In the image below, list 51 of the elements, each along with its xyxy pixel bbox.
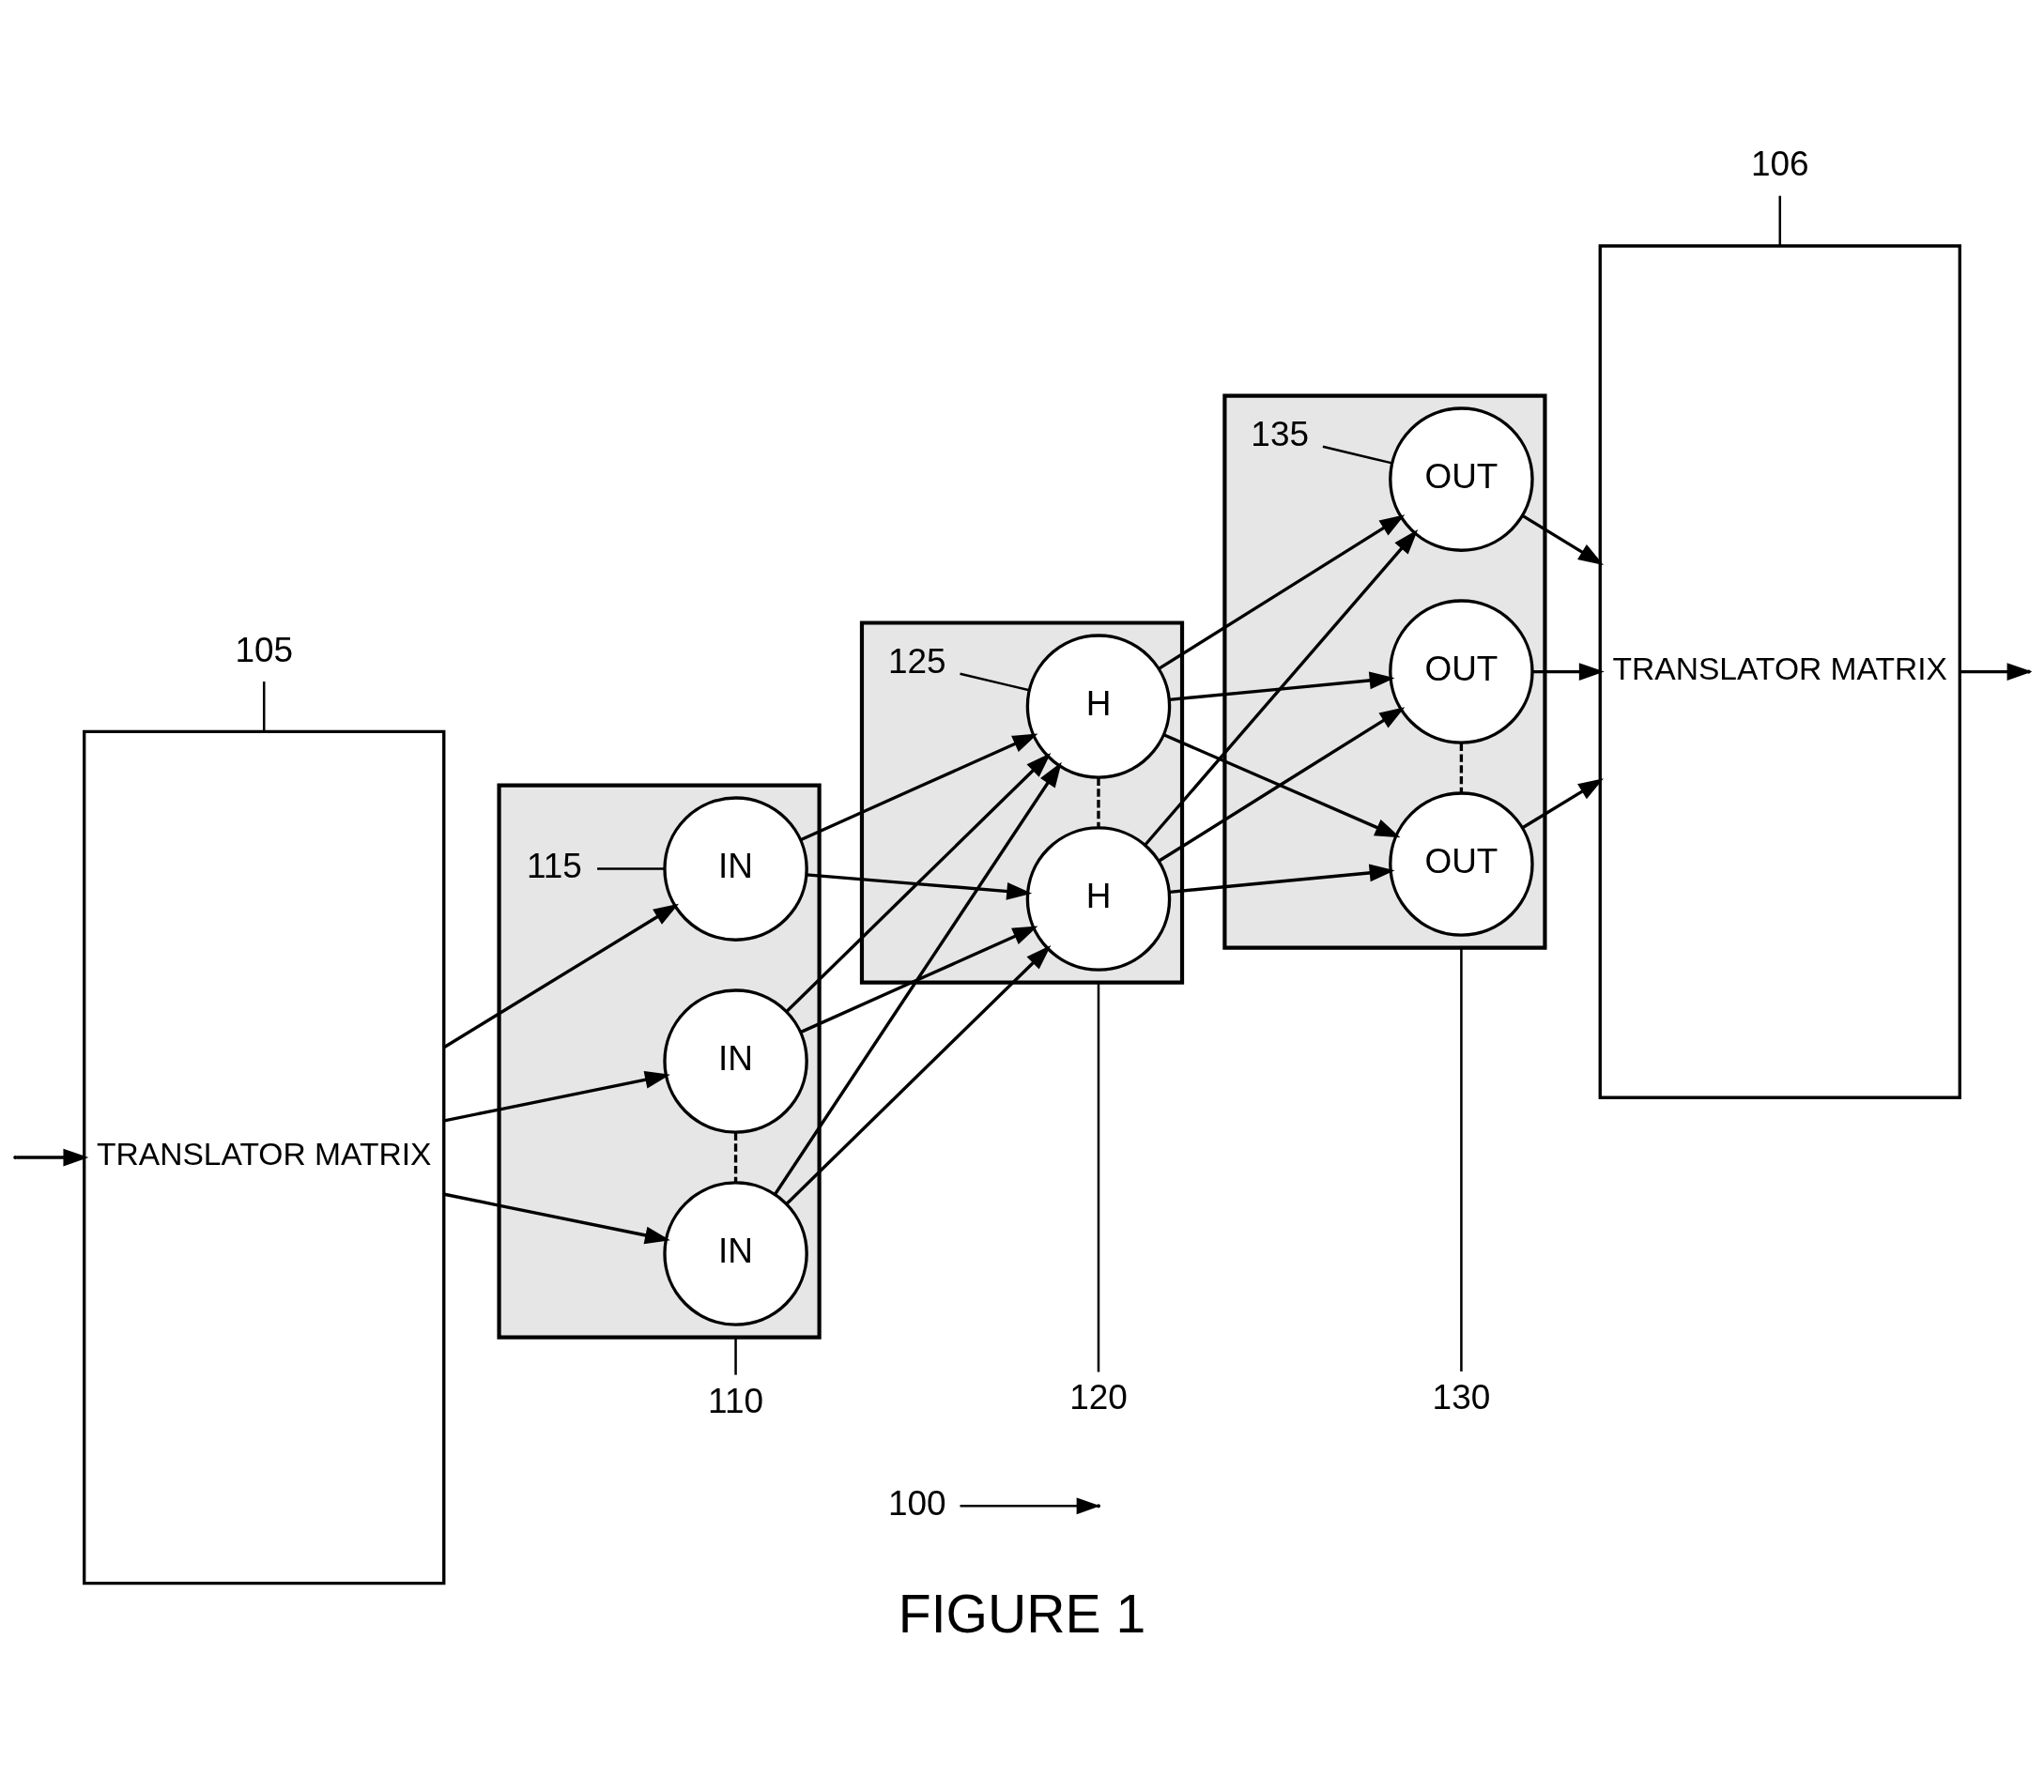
arrow (1158, 513, 1406, 670)
arrow (1532, 662, 1605, 681)
node-circle: OUT (1389, 598, 1534, 744)
arrow (443, 903, 679, 1049)
arrow (443, 1070, 670, 1122)
arrow (1522, 777, 1604, 829)
arrow (785, 752, 1052, 1012)
arrow (785, 944, 1052, 1204)
arrow (1158, 706, 1406, 863)
node-box: TRANSLATOR MATRIX (83, 729, 446, 1585)
arrow (443, 1192, 670, 1244)
cluster (859, 620, 1185, 985)
connector (1097, 777, 1100, 827)
connector (734, 1337, 737, 1375)
connector (733, 1132, 738, 1182)
node-text: 100 (887, 1483, 946, 1523)
connector (1322, 445, 1392, 465)
arrow (16, 1148, 89, 1166)
connector (262, 681, 266, 731)
arrow (1162, 732, 1401, 837)
arrow (1522, 513, 1604, 565)
node-text: 110 (708, 1381, 764, 1420)
connector (597, 866, 665, 870)
node-circle: IN (663, 988, 808, 1134)
arrow (799, 925, 1038, 1034)
connector (1460, 947, 1463, 1371)
node-circle: OUT (1389, 406, 1534, 552)
node-text: 105 (235, 630, 294, 669)
connector (960, 672, 1030, 692)
node-circle: IN (663, 1180, 808, 1326)
caption: FIGURE 1 (898, 1583, 1146, 1644)
node-text: 115 (526, 846, 582, 885)
arrow (799, 732, 1038, 841)
node-box: TRANSLATOR MATRIX (1598, 243, 1961, 1099)
connector (1778, 195, 1782, 245)
cluster (497, 782, 822, 1340)
node-text: 130 (1432, 1377, 1491, 1417)
arrow (806, 872, 1033, 900)
cluster (1222, 392, 1547, 950)
arrow (1169, 864, 1395, 894)
arrow (1169, 671, 1395, 701)
node-text: 106 (1750, 144, 1809, 183)
node-text: 120 (1069, 1377, 1128, 1417)
node-circle: IN (663, 795, 808, 942)
arrow (1144, 528, 1419, 846)
connector (1097, 982, 1100, 1372)
arrow (774, 761, 1062, 1195)
node-circle: OUT (1389, 790, 1534, 937)
node-text: 125 (887, 641, 946, 681)
node-text: 135 (1251, 414, 1310, 453)
connector (1459, 743, 1464, 792)
